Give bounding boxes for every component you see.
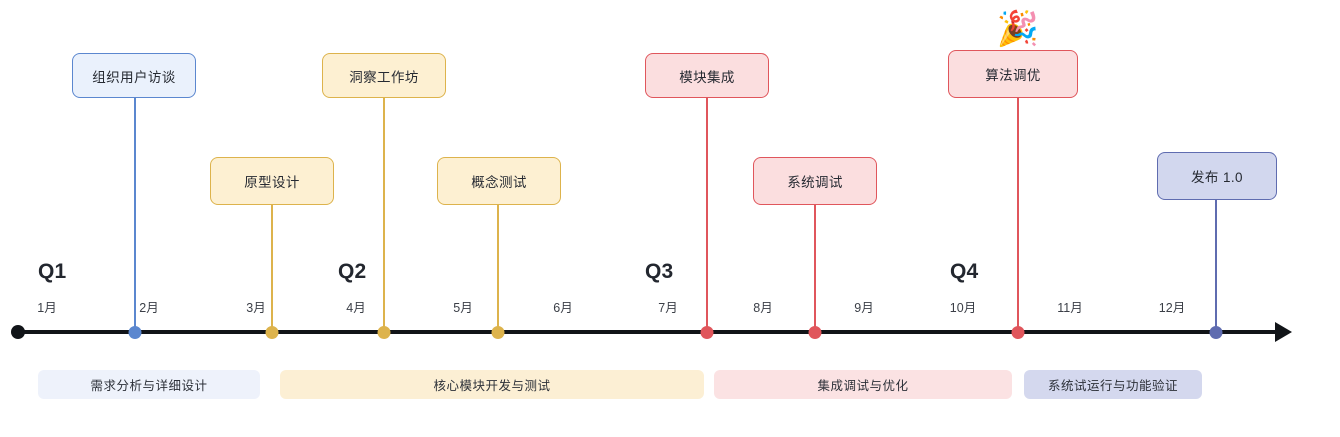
- quarter-label-q1: Q1: [38, 260, 67, 283]
- milestone-dot-prototype-design[interactable]: [265, 325, 279, 339]
- milestone-card-label: 算法调优: [985, 68, 1041, 83]
- axis-arrow-icon: [1275, 322, 1292, 342]
- milestone-card-concept-test[interactable]: 概念测试: [437, 157, 561, 205]
- month-tick-label: 8月: [753, 301, 773, 315]
- milestone-stem-module-integration: [706, 98, 708, 332]
- milestone-card-module-integration[interactable]: 模块集成: [645, 53, 769, 98]
- phase-bar-phase-integration[interactable]: 集成调试与优化: [714, 370, 1012, 399]
- milestone-card-organize-user-interviews[interactable]: 组织用户访谈: [72, 53, 196, 98]
- milestone-stem-release-1-0: [1215, 200, 1217, 332]
- milestone-dot-release-1-0[interactable]: [1209, 325, 1223, 339]
- month-tick-label: 1月: [37, 301, 57, 315]
- milestone-card-label: 组织用户访谈: [92, 69, 176, 85]
- month-tick-label: 11月: [1057, 301, 1083, 315]
- milestone-stem-system-debug: [814, 205, 816, 332]
- milestone-card-release-1-0[interactable]: 发布 1.0: [1157, 152, 1277, 200]
- milestone-stem-concept-test: [497, 205, 499, 332]
- quarter-label-q2: Q2: [338, 260, 367, 283]
- milestone-card-insight-workshop[interactable]: 洞察工作坊: [322, 53, 446, 98]
- phase-bar-label: 核心模块开发与测试: [433, 379, 551, 393]
- phase-bar-label: 系统试运行与功能验证: [1047, 379, 1178, 393]
- milestone-dot-module-integration[interactable]: [700, 325, 714, 339]
- milestone-dot-algorithm-tuning[interactable]: [1011, 325, 1025, 339]
- party-popper-icon: 🎉: [996, 10, 1040, 48]
- phase-bar-label: 需求分析与详细设计: [90, 379, 208, 393]
- month-tick-label: 2月: [139, 301, 159, 315]
- month-tick-label: 12月: [1158, 301, 1186, 315]
- milestone-dot-organize-user-interviews[interactable]: [128, 325, 142, 339]
- phase-bar-label: 集成调试与优化: [817, 379, 909, 393]
- milestone-stem-algorithm-tuning: [1017, 98, 1019, 332]
- milestone-card-prototype-design[interactable]: 原型设计: [210, 157, 334, 205]
- milestone-stem-organize-user-interviews: [134, 98, 136, 332]
- quarter-label-q4: Q4: [950, 260, 979, 283]
- month-tick-label: 4月: [346, 301, 366, 315]
- milestone-stem-prototype-design: [271, 205, 273, 332]
- milestone-card-label: 模块集成: [679, 69, 735, 85]
- phase-bar-phase-requirements[interactable]: 需求分析与详细设计: [38, 370, 260, 399]
- month-tick-label: 10月: [949, 301, 977, 315]
- milestone-dot-system-debug[interactable]: [808, 325, 822, 339]
- month-tick-label: 5月: [453, 301, 473, 315]
- milestone-stem-insight-workshop: [383, 98, 385, 332]
- milestone-card-label: 原型设计: [244, 175, 300, 190]
- month-tick-label: 6月: [553, 301, 573, 315]
- milestone-card-system-debug[interactable]: 系统调试: [753, 157, 877, 205]
- phase-bar-phase-trial-run[interactable]: 系统试运行与功能验证: [1024, 370, 1202, 399]
- month-tick-label: 9月: [854, 301, 874, 315]
- milestone-card-algorithm-tuning[interactable]: 算法调优: [948, 50, 1078, 98]
- quarter-label-q3: Q3: [645, 260, 674, 283]
- month-tick-label: 3月: [246, 301, 266, 315]
- milestone-card-label: 发布 1.0: [1191, 170, 1243, 185]
- timeline-axis: [18, 330, 1283, 334]
- milestone-card-label: 系统调试: [787, 175, 843, 190]
- month-tick-label: 7月: [658, 301, 678, 315]
- milestone-card-label: 洞察工作坊: [349, 69, 419, 85]
- phase-bar-phase-core-dev[interactable]: 核心模块开发与测试: [280, 370, 704, 399]
- milestone-dot-insight-workshop[interactable]: [377, 325, 391, 339]
- milestone-dot-concept-test[interactable]: [491, 325, 505, 339]
- milestone-card-label: 概念测试: [471, 175, 527, 190]
